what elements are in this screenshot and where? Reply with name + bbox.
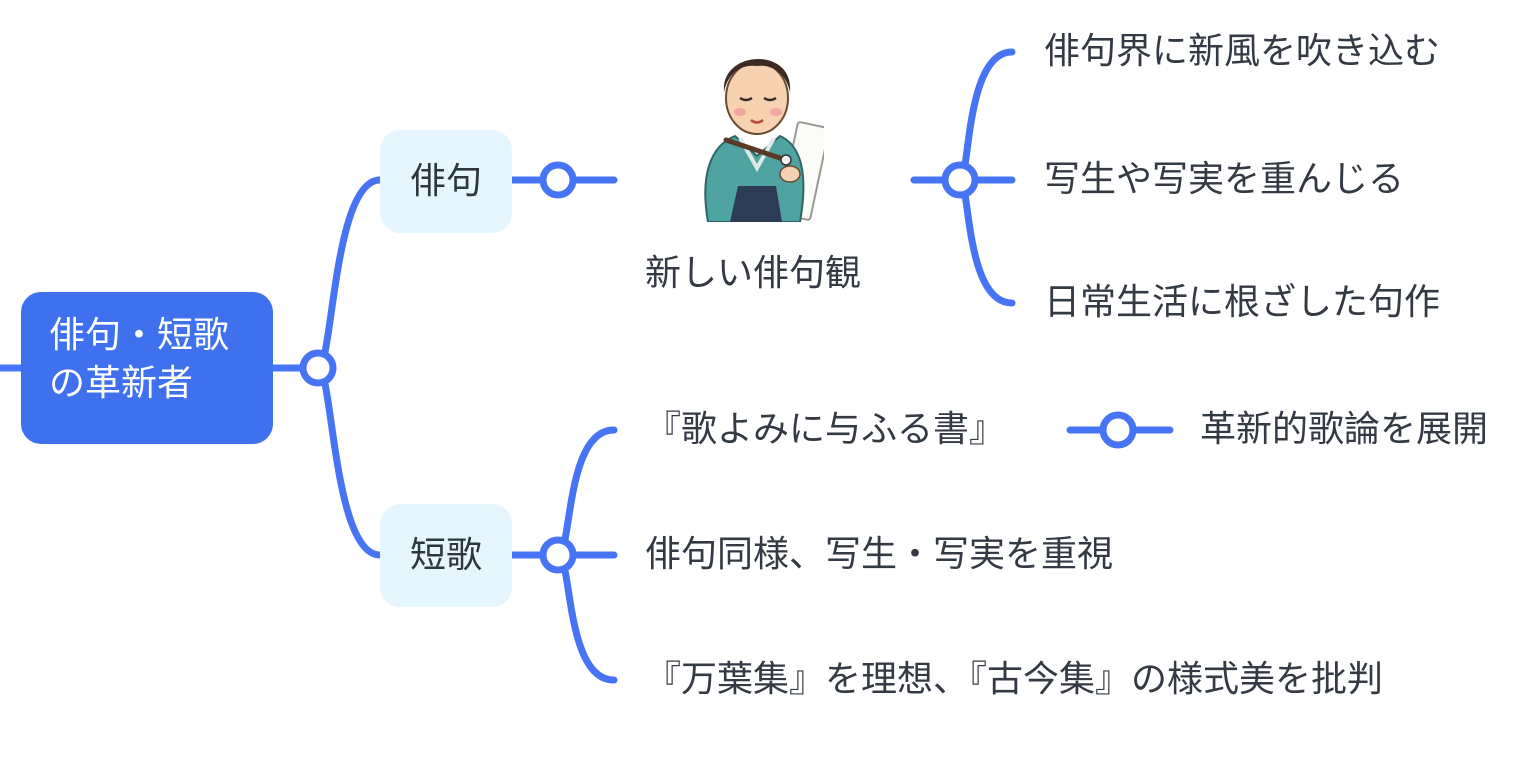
haiku-points-junction-dot [941, 161, 979, 199]
tanka-item-1[interactable]: 『歌よみに与ふる書』 [645, 409, 1006, 450]
branch-line-haiku [314, 176, 384, 372]
illustration-caption: 新しい俳句観 [645, 253, 862, 294]
root-topic-line-1: 俳句・短歌 [49, 315, 230, 356]
tanka-item-1-detail[interactable]: 革新的歌論を展開 [1200, 409, 1489, 450]
tanka-item-2[interactable]: 俳句同様、写生・写実を重視 [645, 534, 1114, 575]
branch-line-tanka [314, 364, 384, 559]
haiku-point-2[interactable]: 写生や写実を重んじる [1044, 159, 1405, 200]
haiku-point-3[interactable]: 日常生活に根ざした句作 [1044, 282, 1441, 323]
haiku-point-line-1 [956, 48, 1016, 184]
tanka-item-3[interactable]: 『万葉集』を理想、『古今集』の様式美を批判 [645, 659, 1384, 700]
root-topic-line-2: の革新者 [49, 363, 194, 404]
tanka-branch-node[interactable]: 短歌 [380, 504, 512, 607]
haiku-point-line-3 [956, 176, 1016, 307]
haiku-junction-dot [539, 161, 577, 199]
haiku-point-1[interactable]: 俳句界に新風を吹き込む [1044, 31, 1441, 72]
tanka-item-line-3 [554, 551, 618, 684]
root-topic-node[interactable]: 俳句・短歌 の革新者 [21, 292, 273, 444]
haiku-branch-node[interactable]: 俳句 [380, 130, 512, 233]
poet-writing-illustration [704, 58, 824, 222]
tanka-item-line-1 [554, 426, 618, 559]
tanka-detail-junction-dot [1099, 411, 1137, 449]
root-junction-dot [299, 349, 337, 387]
tanka-junction-dot [539, 536, 577, 574]
